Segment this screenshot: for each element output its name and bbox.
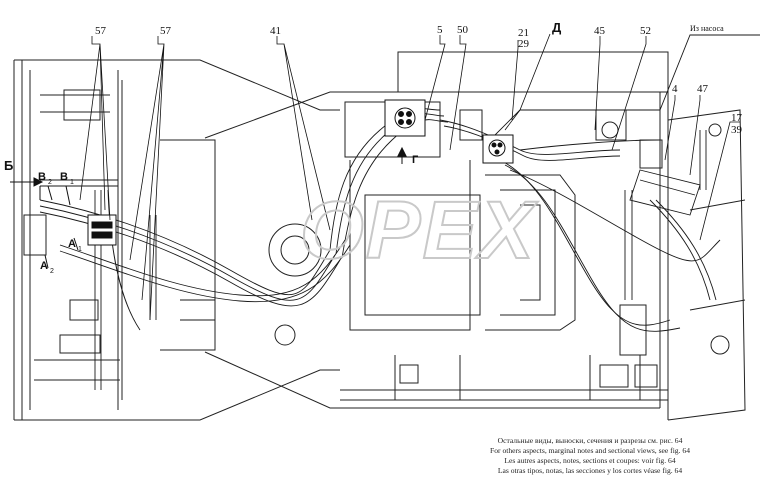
callout-4: 4 <box>672 83 678 95</box>
view-v2-label: В <box>38 171 46 183</box>
view-arrows <box>10 146 407 269</box>
callout-21: 21 <box>518 27 529 39</box>
callout-57-right: 57 <box>160 25 172 37</box>
label-from-pump: Из насоса <box>690 24 724 33</box>
callout-47: 47 <box>697 83 709 95</box>
view-v1-label: В <box>60 171 68 183</box>
callout-39: 39 <box>731 124 743 136</box>
callout-52: 52 <box>640 25 651 37</box>
callout-5: 5 <box>437 24 443 36</box>
leader-lines <box>79 33 740 321</box>
view-a1-subscript: 1 <box>78 246 82 253</box>
callout-29: 29 <box>518 38 530 50</box>
callout-view-d: Д <box>552 20 562 35</box>
view-a2-label: А <box>40 260 48 272</box>
footnote-line-es: Las otras tipos, notas, las secciones y … <box>497 466 683 475</box>
callout-57-left: 57 <box>95 25 107 37</box>
watermark-logo: OPEX <box>300 185 538 276</box>
callout-45: 45 <box>594 25 606 37</box>
callout-numbers: 57 57 41 5 50 21 29 Д 45 52 Из насоса 4 … <box>95 20 743 136</box>
view-b-label: Б <box>4 158 13 173</box>
footnote-line-ru: Остальные виды, выноски, сечения и разре… <box>497 436 683 445</box>
view-a1-label: А <box>68 238 76 250</box>
valve-blocks <box>87 99 514 246</box>
footnote-line-en: For others aspects, marginal notes and s… <box>490 446 690 455</box>
view-v1-subscript: 1 <box>70 179 74 186</box>
view-v2-subscript: 2 <box>48 179 52 186</box>
callout-41: 41 <box>270 25 281 37</box>
view-letters: Б В 2 В 1 А 1 А 2 Г <box>4 154 419 275</box>
view-a2-subscript: 2 <box>50 268 54 275</box>
callout-17: 17 <box>731 112 743 124</box>
footnote-line-fr: Les autres aspects, notes, sections et c… <box>504 456 676 465</box>
callout-50: 50 <box>457 24 469 36</box>
view-g-label: Г <box>412 154 419 166</box>
frame-outline <box>13 51 746 421</box>
